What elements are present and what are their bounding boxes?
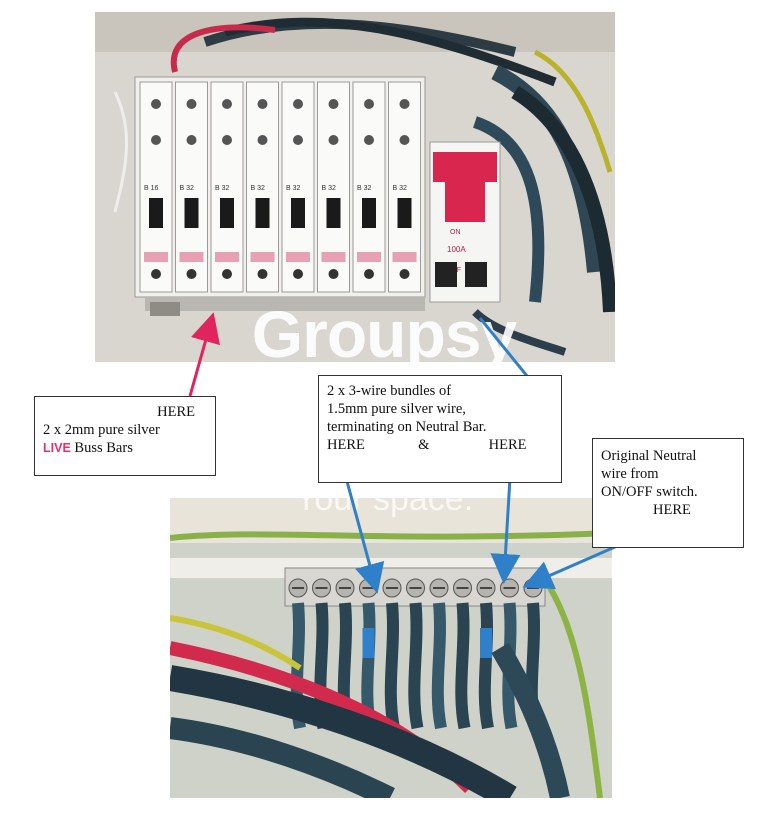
- callout-original-neutral: Original Neutral wire from ON/OFF switch…: [592, 438, 744, 548]
- consumer-unit-drawing: B 16 B 32 B 32 B 32 B 32 B 32 B 32 B 32 ON 100A…: [95, 12, 615, 362]
- circuit-breaker: B 32: [317, 81, 350, 293]
- breaker-rating-label: B 32: [251, 185, 266, 192]
- blue-ferrule: [480, 628, 492, 658]
- breaker-rating-label: B 32: [215, 185, 230, 192]
- callout-original-line2: wire from: [601, 466, 659, 482]
- callout-original-line1: Original Neutral: [601, 448, 697, 464]
- consumer-unit-photo: B 16 B 32 B 32 B 32 B 32 B 32 B 32 B 32 ON 100A…: [95, 12, 615, 362]
- circuit-breaker: B 32: [281, 81, 315, 293]
- breaker-rating-label: B 32: [357, 185, 372, 192]
- breaker-rating-label: B 32: [180, 185, 195, 192]
- neutral-wire: [431, 602, 447, 730]
- breaker-rating-label: B 32: [393, 185, 408, 192]
- breaker-rating-label: B 16: [144, 185, 159, 192]
- callout-bundles-line1: 2 x 3-wire bundles of: [327, 383, 452, 399]
- callout-bundles-line2: 1.5mm pure silver wire,: [327, 401, 466, 417]
- callout-live-here: HERE: [157, 404, 195, 420]
- neutral-wire: [478, 602, 494, 730]
- callout-bundles-here-right: HERE: [488, 437, 527, 453]
- callout-original-here: HERE: [653, 502, 691, 518]
- neutral-wire: [384, 602, 400, 730]
- callout-bundles-here-left: HERE: [327, 437, 365, 453]
- arrow-live-busbar: [188, 312, 220, 397]
- callout-live-line3-rest: Buss Bars: [74, 440, 133, 456]
- circuit-breaker: B 32: [246, 81, 279, 293]
- circuit-breaker: B 16: [139, 81, 173, 293]
- callout-neutral-bundles: 2 x 3-wire bundles of 1.5mm pure silver …: [318, 375, 562, 483]
- circuit-breaker: B 32: [388, 81, 421, 293]
- main-switch-rating-label: 100A: [447, 245, 466, 254]
- callout-live-line2: 2 x 2mm pure silver: [43, 422, 160, 438]
- main-switch-on-label: ON: [450, 229, 461, 236]
- blue-ferrule: [362, 628, 375, 658]
- callout-live-bars: HERE 2 x 2mm pure silver LIVE Buss Bars: [34, 396, 216, 476]
- arrow-neutral-left: [343, 473, 385, 594]
- callout-bundles-line3: terminating on Neutral Bar.: [327, 419, 487, 435]
- breaker-rating-label: B 32: [322, 185, 337, 192]
- circuit-breaker: B 32: [352, 81, 386, 293]
- callout-original-line3: ON/OFF switch.: [601, 484, 698, 500]
- neutral-wire: [455, 602, 471, 730]
- callout-bundles-amp: &: [418, 437, 430, 453]
- callout-live-line3: LIVE Buss Bars: [43, 439, 207, 457]
- circuit-breaker: B 32: [210, 81, 244, 293]
- live-word: LIVE: [43, 441, 71, 455]
- neutral-wire: [408, 602, 424, 730]
- callout-bundles-line4: HERE & HERE: [327, 436, 553, 454]
- breaker-rating-label: B 32: [286, 185, 301, 192]
- circuit-breaker: B 32: [175, 81, 208, 293]
- arrow-neutral-right: [490, 477, 521, 584]
